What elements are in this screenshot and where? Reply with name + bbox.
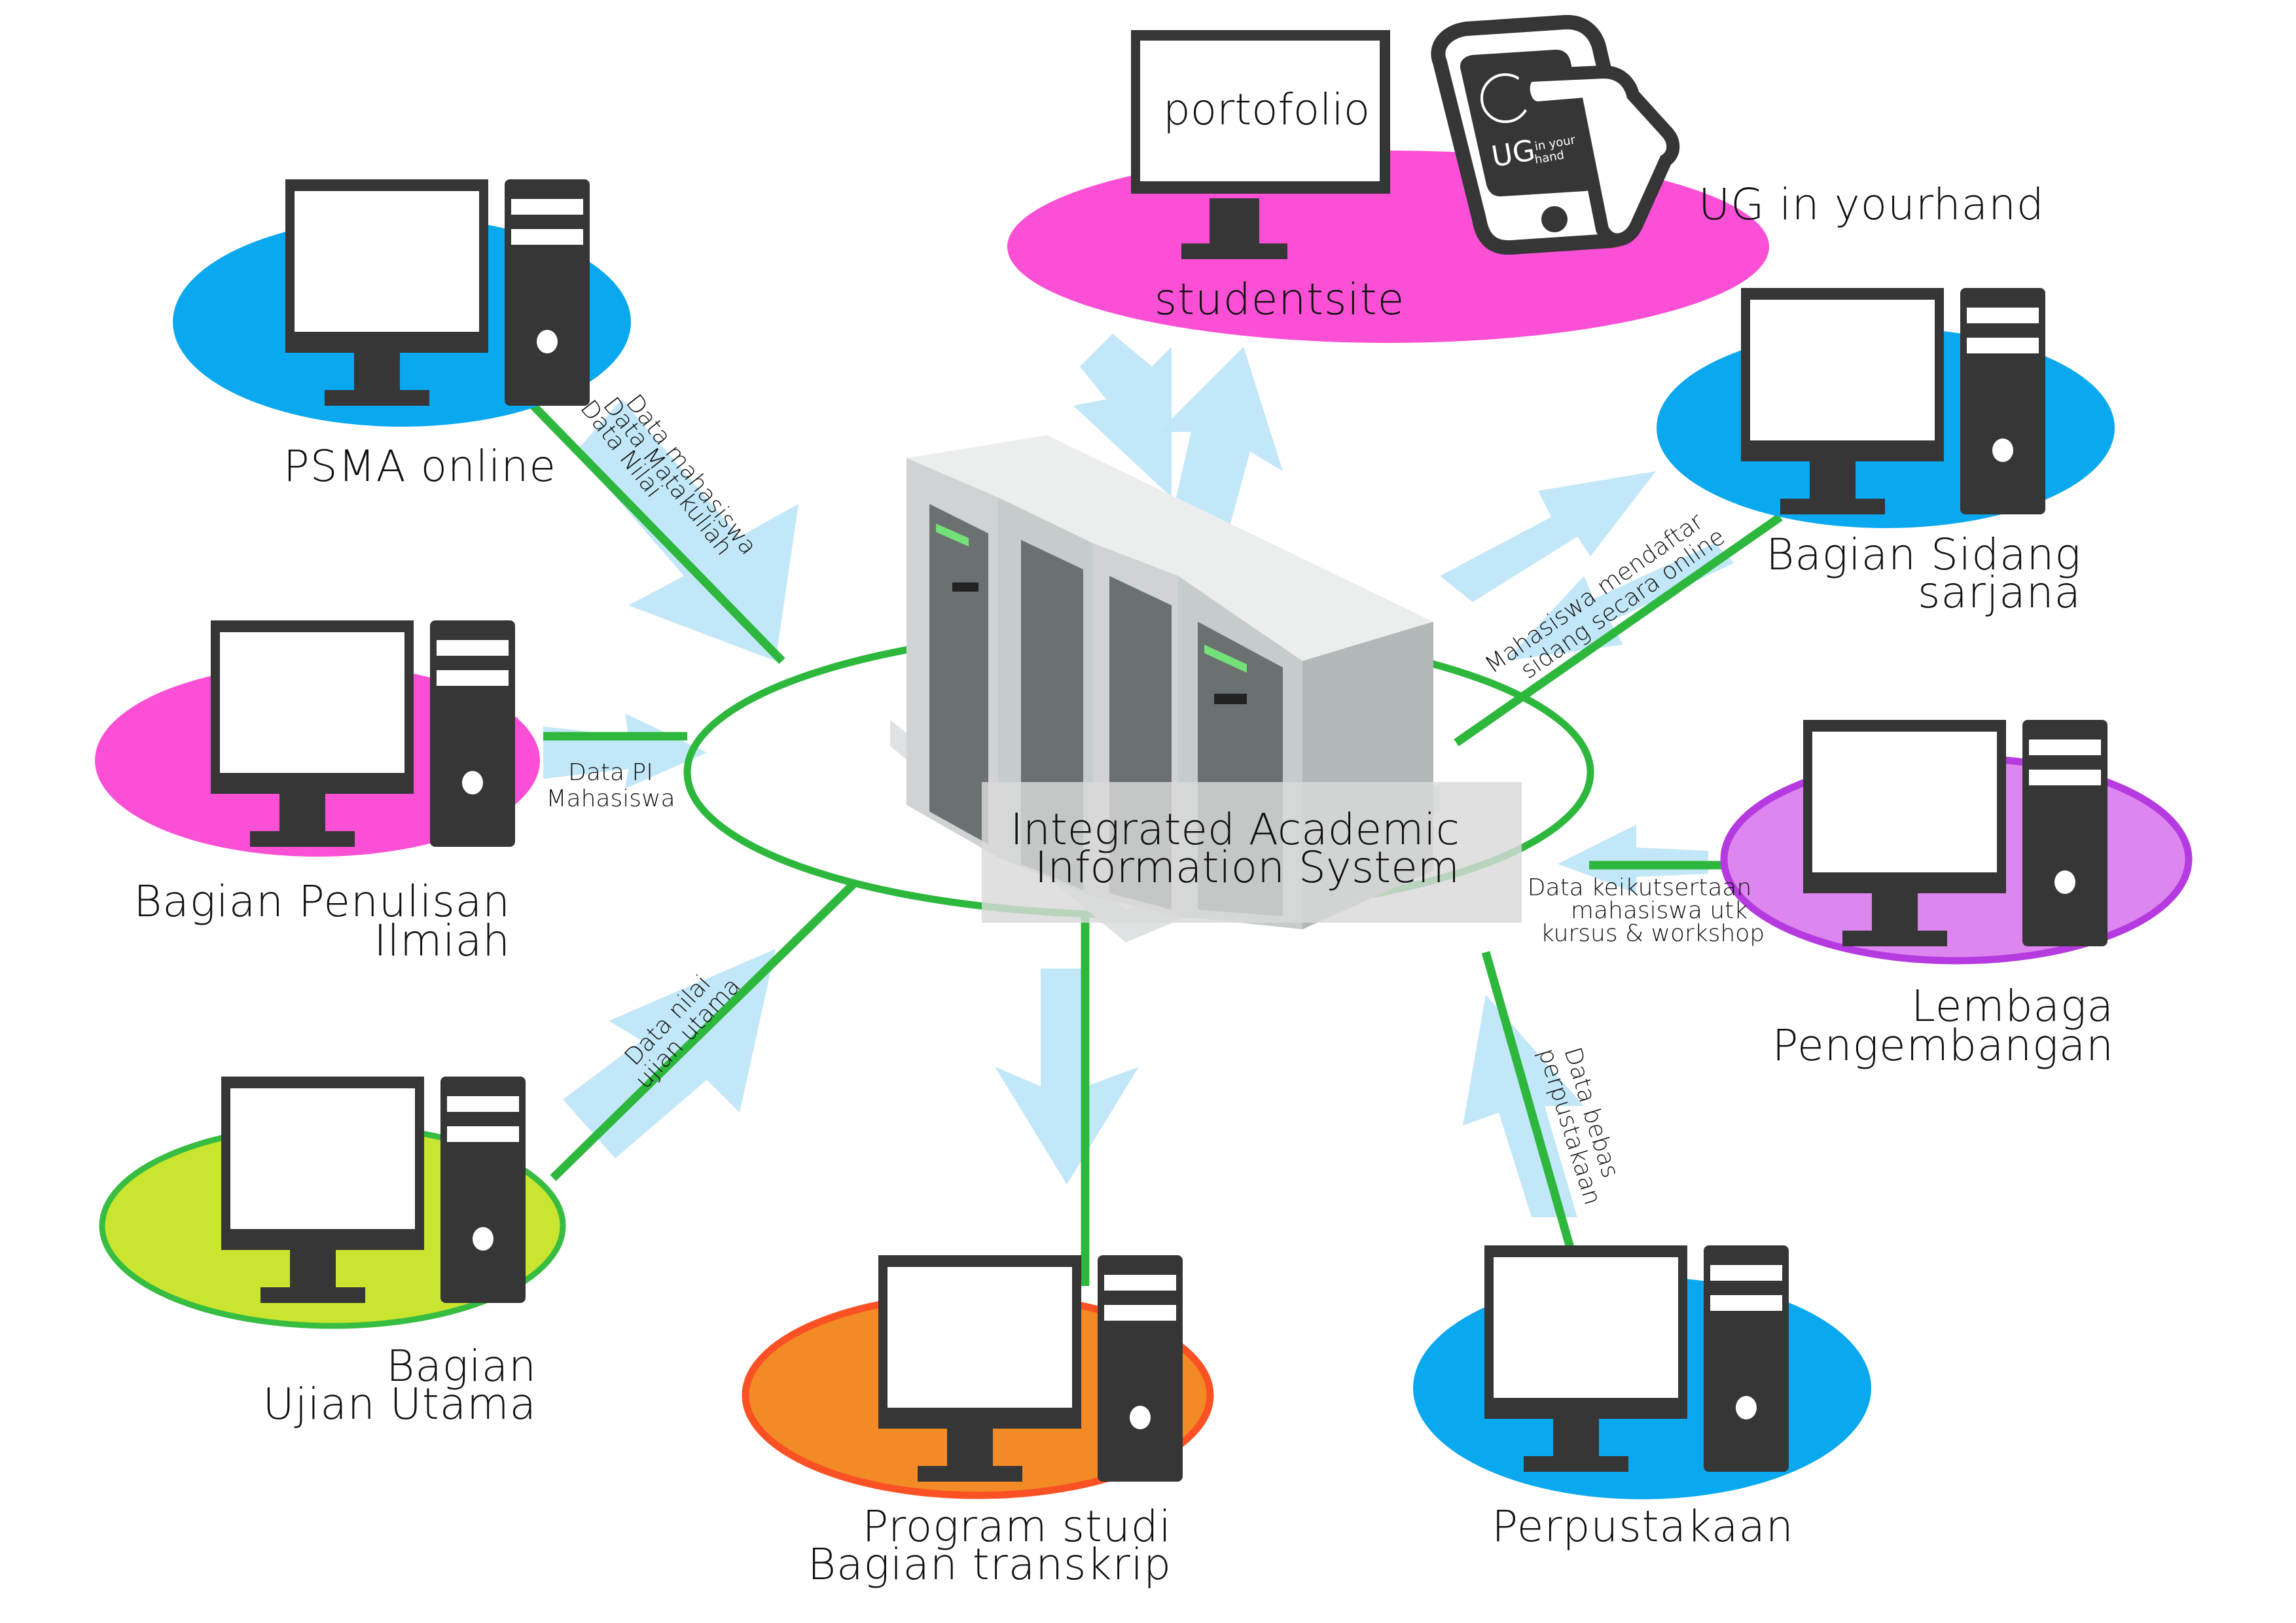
- label-prodi-line1: Program studi: [863, 1501, 1172, 1552]
- link-sidang: [1454, 513, 1783, 747]
- label-penulisan-line1: Bagian Penulisan: [134, 876, 511, 927]
- label-lembaga-line2: Pengembangan: [1772, 1020, 2114, 1071]
- network-links: [530, 402, 1783, 1412]
- data-flow-arrows: [543, 334, 1734, 1217]
- link-psma: [530, 402, 785, 664]
- arrow-center-to-studentsite: [1158, 347, 1283, 524]
- node-lembaga[interactable]: [1720, 720, 2193, 965]
- label-studentsite: studentsite: [1155, 274, 1405, 325]
- arrow-ujian-to-center: [563, 949, 776, 1158]
- label-ujian-line2: Ujian Utama: [262, 1379, 537, 1429]
- label-prodi-line2: Bagian transkrip: [808, 1539, 1172, 1590]
- node-psma[interactable]: [173, 179, 631, 427]
- svg-text:Data PI: Data PI: [568, 759, 653, 786]
- monitor-icon: [1131, 30, 1390, 259]
- svg-text:kursus & workshop: kursus & workshop: [1541, 920, 1765, 947]
- label-sidang-line1: Bagian Sidang: [1766, 529, 2081, 580]
- arrow-perpus-to-center: [1463, 995, 1584, 1217]
- label-perpus: Perpustakaan: [1492, 1501, 1793, 1552]
- phone-in-hand-icon: UG in your hand: [1431, 14, 1680, 255]
- arrow-sidang-to-center: [1505, 543, 1734, 661]
- node-ujian[interactable]: [99, 1077, 566, 1329]
- label-ujian-line1: Bagian: [386, 1341, 537, 1391]
- edge-label-lembaga: Data keikutsertaan mahasiswa utk kursus …: [1528, 874, 1765, 947]
- label-psma: PSMA online: [283, 441, 556, 491]
- arrow-lembaga-to-center: [1558, 825, 1708, 893]
- edge-label-penulisan: Data PI Mahasiswa: [546, 759, 675, 812]
- node-penulisan[interactable]: [95, 620, 540, 857]
- node-labels: PSMA online Bagian Penulisan Ilmiah Bagi…: [134, 274, 2114, 1590]
- svg-text:mahasiswa utk: mahasiswa utk: [1571, 897, 1748, 924]
- label-penulisan-line2: Ilmiah: [374, 916, 511, 966]
- svg-text:Mahasiswa: Mahasiswa: [546, 785, 675, 812]
- label-sidang-line2: sarjana: [1918, 567, 2081, 618]
- label-lembaga-line1: Lembaga: [1911, 981, 2114, 1031]
- mobile-app-label: UG in yourhand: [1698, 179, 2045, 230]
- app-screen-ug-text: UG: [1489, 134, 1537, 174]
- arrow-psma-to-center: [576, 399, 798, 661]
- studentsite-screen-text: portofolio: [1163, 84, 1370, 135]
- svg-text:Data keikutsertaan: Data keikutsertaan: [1528, 874, 1752, 901]
- link-ujian: [550, 880, 857, 1181]
- center-system-label: Integrated Academic Information System: [982, 782, 1522, 923]
- node-perpus[interactable]: [1413, 1245, 1871, 1499]
- center-title-line1: Integrated Academic: [1011, 804, 1460, 855]
- arrow-studentsite-to-center: [1073, 334, 1172, 497]
- arrow-center-to-prodi: [995, 969, 1139, 1185]
- node-prodi[interactable]: [742, 1255, 1214, 1499]
- center-title-line2: Information System: [1035, 842, 1460, 893]
- node-mobile-app[interactable]: UG in your hand UG in yourhand: [1431, 14, 2045, 255]
- arrow-center-to-sidang: [1440, 471, 1656, 602]
- node-sidang[interactable]: [1657, 288, 2115, 528]
- center-label-background: [982, 782, 1522, 923]
